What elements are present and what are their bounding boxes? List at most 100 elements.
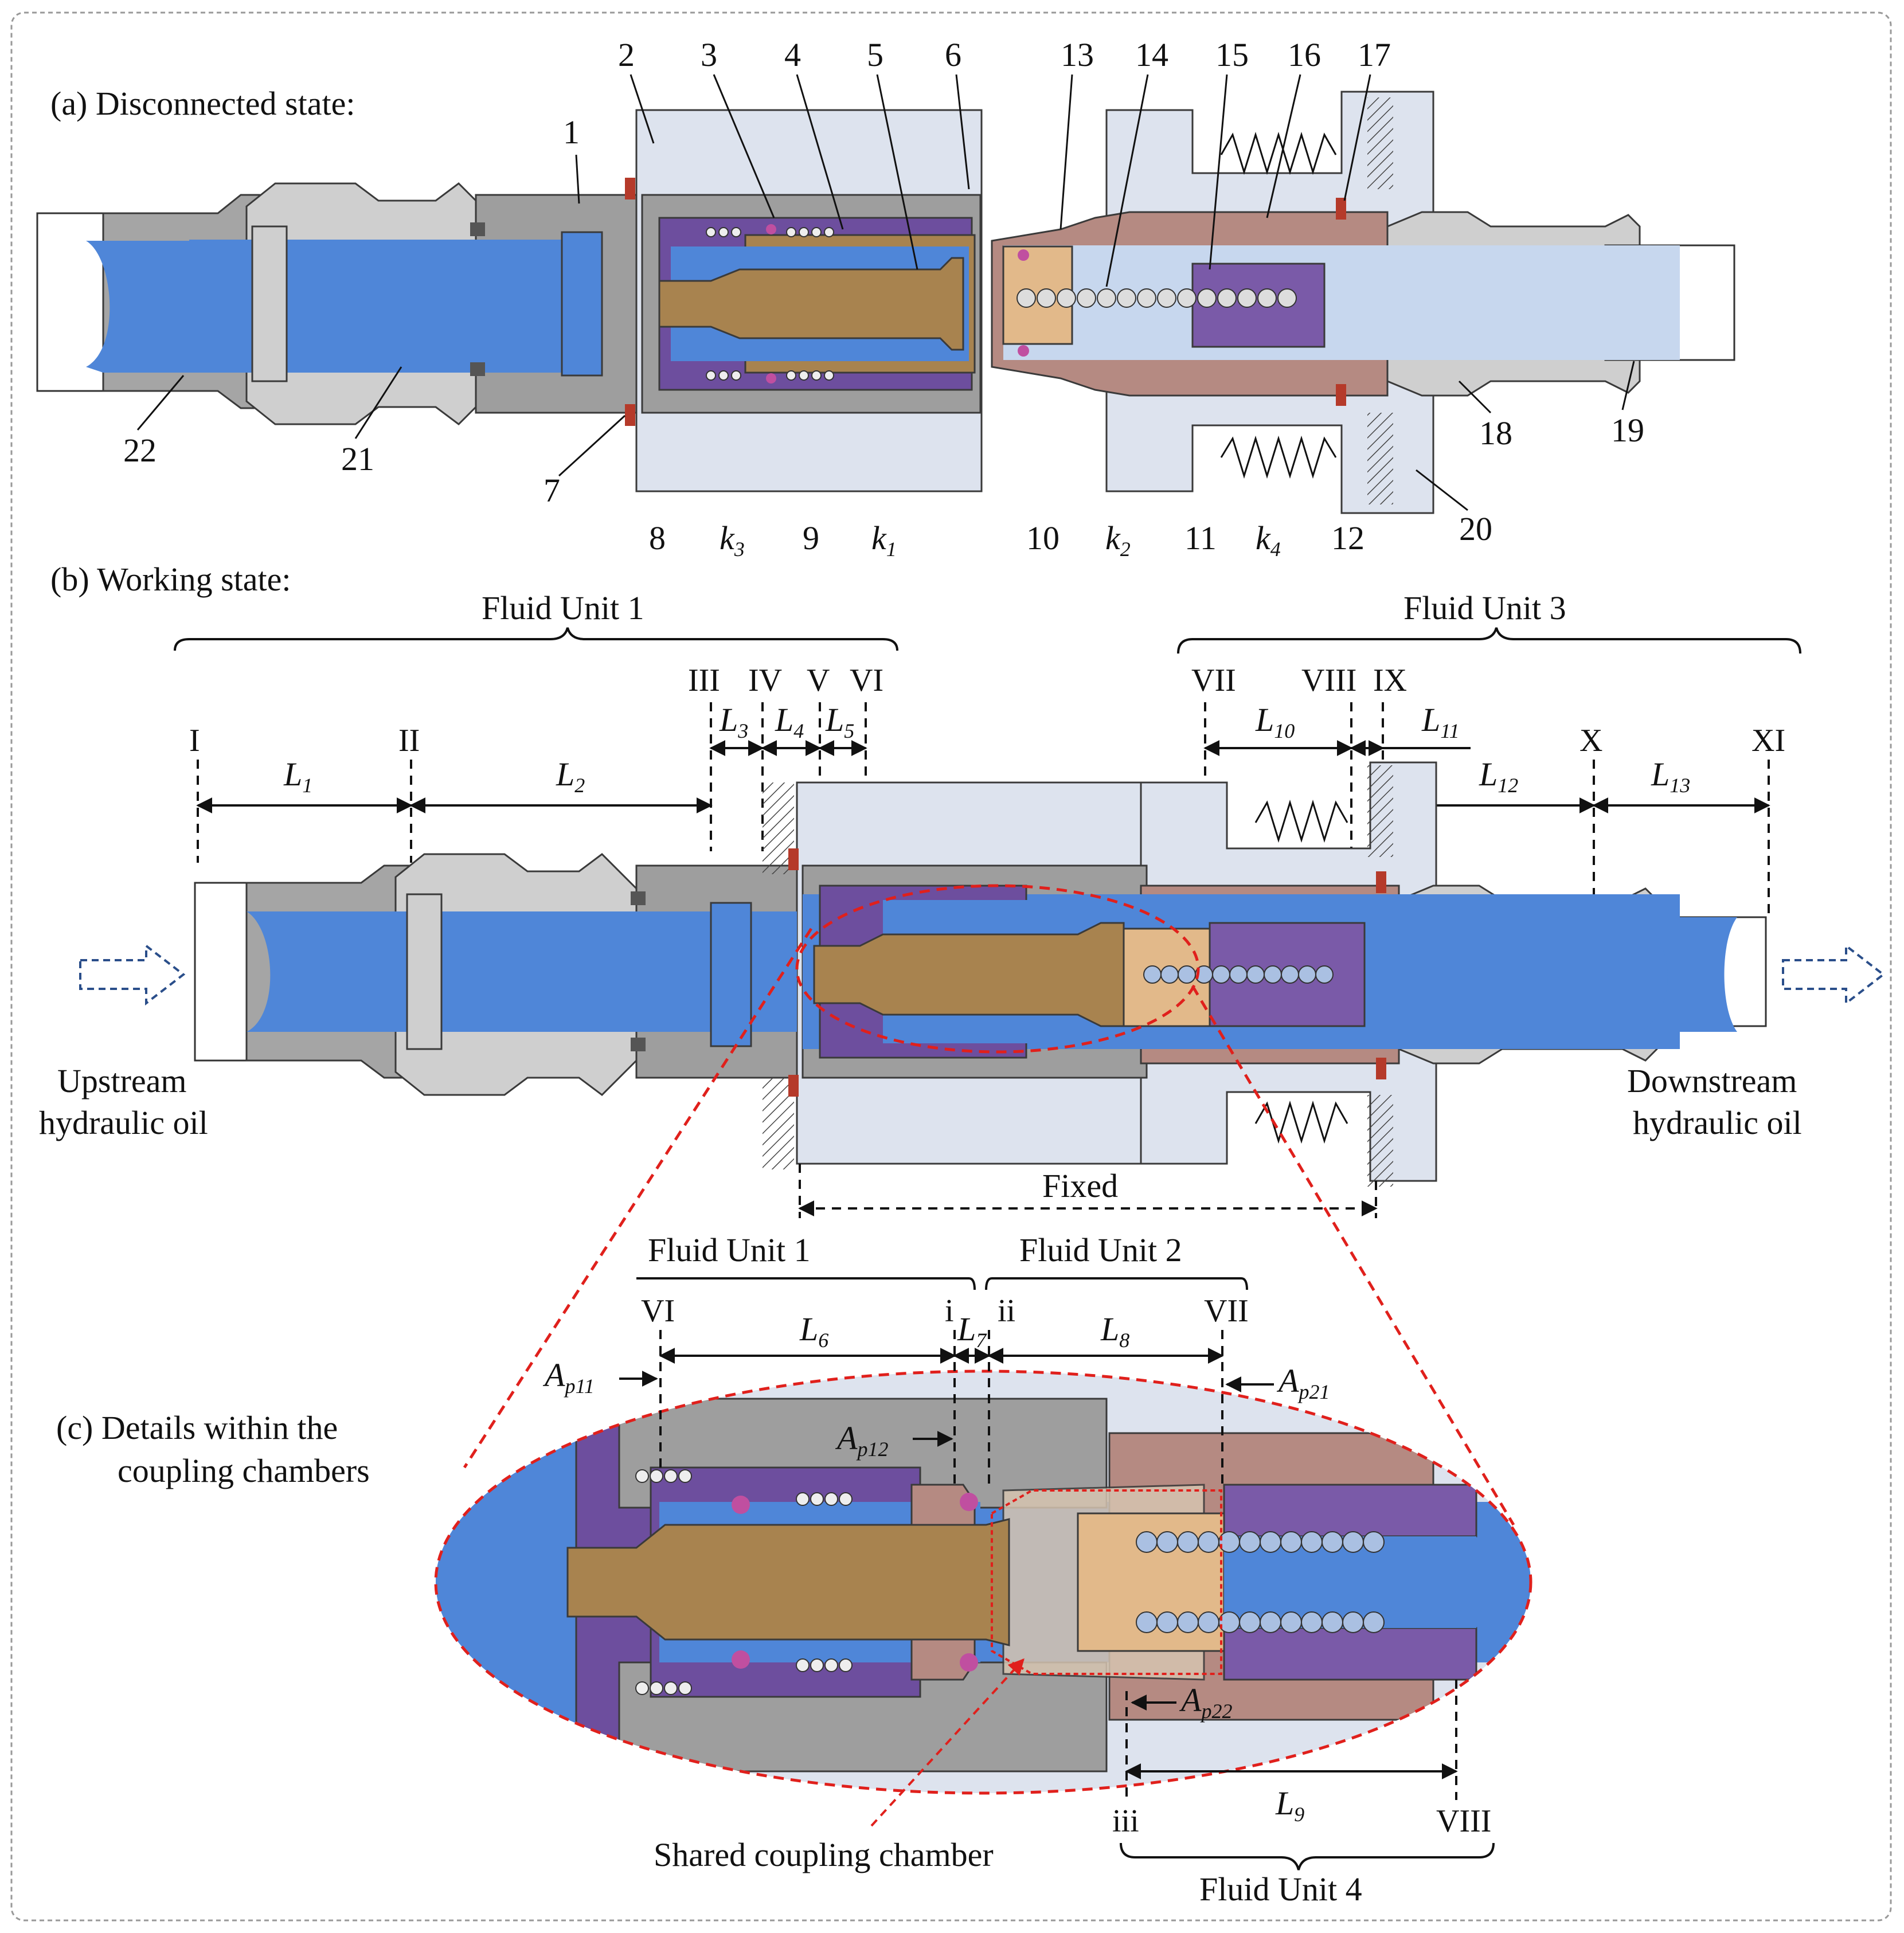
section-label: ii bbox=[998, 1293, 1015, 1329]
fluid-unit-1-brace bbox=[174, 627, 898, 651]
part-number: 20 bbox=[1459, 510, 1492, 547]
figure-frame bbox=[10, 11, 1892, 1922]
section-label: VII bbox=[1191, 663, 1236, 698]
fluid-unit-label: Fluid Unit 1 bbox=[482, 589, 644, 627]
section-label: X bbox=[1580, 723, 1602, 758]
panel-a-right-assembly bbox=[991, 91, 1735, 514]
section-label: IV bbox=[748, 663, 782, 698]
downstream-flow-arrow bbox=[1782, 943, 1886, 1006]
part-number: 16 bbox=[1288, 36, 1321, 73]
section-label: IX bbox=[1373, 663, 1407, 698]
length-label: L1 bbox=[283, 756, 312, 797]
upstream-label: Upstream bbox=[57, 1062, 187, 1099]
shared-chamber-arrow bbox=[870, 1658, 1025, 1827]
detail-guides bbox=[659, 1330, 1458, 1800]
section-label: VII bbox=[1204, 1293, 1249, 1329]
part-number: 8 bbox=[649, 519, 666, 557]
part-number: 3 bbox=[701, 36, 717, 73]
fluid-unit-label: Fluid Unit 3 bbox=[1403, 589, 1566, 627]
section-label: VIII bbox=[1436, 1803, 1491, 1839]
spring-labels: k3 k1 k2 k4 bbox=[720, 519, 1281, 561]
panel-a-left-assembly bbox=[36, 109, 983, 492]
part-number-labels: 1 2 3 4 5 6 7 8 9 10 11 12 13 14 15 16 1… bbox=[123, 36, 1644, 557]
part-number: 11 bbox=[1184, 519, 1217, 557]
length-label: L4 bbox=[775, 701, 804, 742]
part-number: 5 bbox=[867, 36, 883, 73]
area-label: Ap21 bbox=[1276, 1362, 1330, 1403]
part-number: 13 bbox=[1061, 36, 1094, 73]
area-label: Ap11 bbox=[542, 1356, 595, 1398]
upstream-label: hydraulic oil bbox=[39, 1104, 208, 1141]
length-labels: L1 L2 L3 L4 L5 L10 L11 L12 L13 bbox=[283, 701, 1690, 797]
length-label: L3 bbox=[719, 701, 748, 742]
panel-a: (a) Disconnected state: bbox=[36, 36, 1735, 561]
part-number: 10 bbox=[1026, 519, 1059, 557]
length-label: L5 bbox=[825, 701, 854, 742]
section-label: VIII bbox=[1301, 663, 1356, 698]
section-label: V bbox=[807, 663, 830, 698]
spring-label: k4 bbox=[1256, 519, 1281, 561]
area-label: Ap12 bbox=[835, 1419, 888, 1461]
part-number: 19 bbox=[1611, 412, 1644, 449]
area-labels: Ap11 Ap12 Ap21 Ap22 bbox=[542, 1356, 1330, 1723]
part-number: 4 bbox=[784, 36, 801, 73]
length-label: L11 bbox=[1421, 701, 1460, 742]
section-label: VI bbox=[850, 663, 883, 698]
part-number: 17 bbox=[1358, 36, 1391, 73]
length-label: L6 bbox=[799, 1310, 828, 1352]
zoom-connector bbox=[1191, 985, 1515, 1526]
length-label: L7 bbox=[957, 1310, 987, 1352]
coupling-chamber-detail bbox=[436, 1371, 1531, 1793]
part-leaders bbox=[136, 74, 1635, 511]
part-number: 22 bbox=[123, 432, 157, 469]
part-number: 6 bbox=[945, 36, 961, 73]
length-label: L10 bbox=[1255, 701, 1295, 742]
part-number: 14 bbox=[1135, 36, 1168, 73]
section-label: II bbox=[398, 723, 420, 758]
zoom-connector bbox=[463, 928, 813, 1469]
section-labels: I II III IV V VI VII VIII IX X XI bbox=[189, 663, 1785, 758]
panel-b: (b) Working state: Fluid Unit 1 Fluid Un… bbox=[39, 561, 1886, 1526]
spring-label: k1 bbox=[871, 519, 897, 561]
section-label: VI bbox=[641, 1293, 675, 1329]
length-label: L9 bbox=[1275, 1785, 1304, 1826]
section-labels: VI i ii VII iii VIII bbox=[641, 1293, 1491, 1839]
length-label: L13 bbox=[1651, 756, 1690, 797]
panel-b-title: (b) Working state: bbox=[50, 561, 291, 598]
part-number: 12 bbox=[1331, 519, 1365, 557]
length-label: L2 bbox=[556, 756, 585, 797]
detail-ellipse bbox=[434, 1369, 1532, 1795]
panel-b-assembly bbox=[194, 761, 1767, 1187]
panel-c-title: (c) Details within the bbox=[56, 1409, 338, 1446]
part-number: 9 bbox=[803, 519, 819, 557]
panel-a-title: (a) Disconnected state: bbox=[50, 85, 355, 122]
area-label: Ap22 bbox=[1179, 1681, 1232, 1723]
downstream-label: hydraulic oil bbox=[1633, 1104, 1802, 1141]
part-number: 7 bbox=[544, 472, 560, 509]
section-label: i bbox=[945, 1293, 954, 1329]
part-number: 21 bbox=[341, 440, 374, 478]
fluid-unit-label: Fluid Unit 4 bbox=[1199, 1871, 1362, 1908]
downstream-label: Downstream bbox=[1627, 1062, 1797, 1099]
part-number: 2 bbox=[618, 36, 635, 73]
fluid-unit-label: Fluid Unit 1 bbox=[648, 1231, 811, 1269]
section-label: XI bbox=[1751, 723, 1785, 758]
length-label: L8 bbox=[1100, 1310, 1129, 1352]
spring-label: k2 bbox=[1105, 519, 1131, 561]
length-dimensions bbox=[196, 702, 1770, 917]
section-label: III bbox=[688, 663, 720, 698]
panel-c: (c) Details within the coupling chambers… bbox=[56, 1231, 1532, 1908]
section-label: I bbox=[189, 723, 200, 758]
upstream-flow-arrow bbox=[79, 943, 186, 1006]
part-number: 15 bbox=[1215, 36, 1249, 73]
spring-label: k3 bbox=[720, 519, 745, 561]
fluid-unit-label: Fluid Unit 2 bbox=[1019, 1231, 1182, 1269]
panel-c-title: coupling chambers bbox=[118, 1452, 370, 1489]
fixed-label: Fixed bbox=[1042, 1167, 1118, 1204]
length-label: L12 bbox=[1479, 756, 1518, 797]
length-labels: L6 L7 L8 L9 bbox=[799, 1310, 1304, 1826]
section-label: iii bbox=[1112, 1803, 1139, 1839]
part-number: 1 bbox=[563, 114, 580, 151]
shared-chamber-label: Shared coupling chamber bbox=[654, 1836, 994, 1873]
